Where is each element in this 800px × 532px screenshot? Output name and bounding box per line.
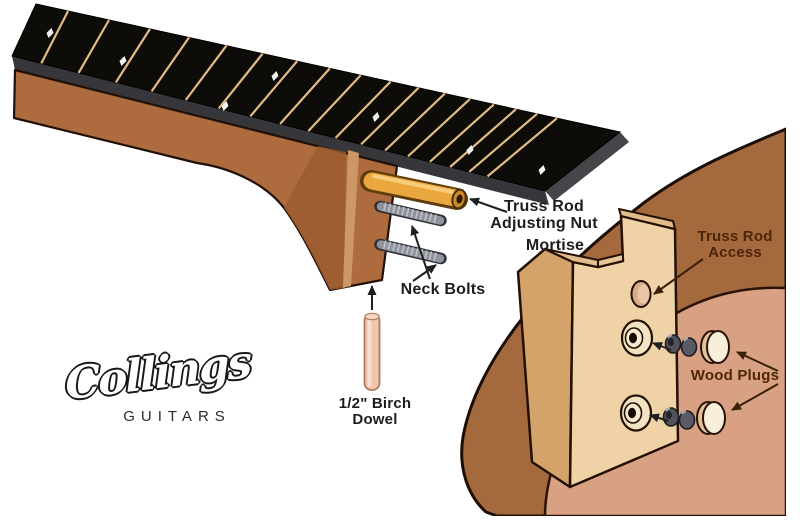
leader-arrows xyxy=(367,197,779,423)
birch-dowel xyxy=(363,312,381,391)
bolt-ferrule-upper xyxy=(620,319,654,357)
arrow-nut-to-ferrule-upper xyxy=(652,342,672,351)
neck-bolt-2 xyxy=(374,238,447,265)
label-line: Mortise xyxy=(525,237,585,254)
label-truss-rod-adjusting-nut: Truss Rod Adjusting Nut xyxy=(474,198,614,233)
arrow-wood-plug-lower xyxy=(731,383,779,411)
arrow-wood-plug-upper xyxy=(736,351,779,372)
arrow-truss-rod-nut xyxy=(469,197,508,213)
fretboard-side-edge xyxy=(12,56,549,205)
label-line: Truss Rod xyxy=(697,228,773,245)
mortise-slot-floor xyxy=(597,253,624,268)
bolt-ferrule-lower xyxy=(619,394,653,432)
fretboard-inlay-diamonds xyxy=(46,28,546,175)
label-line: Neck Bolts xyxy=(400,281,486,298)
label-neck-bolts: Neck Bolts xyxy=(392,281,494,299)
label-line: Dowel xyxy=(352,410,398,428)
access-hole-highlight xyxy=(637,284,650,304)
heel-highlight-strip xyxy=(343,150,359,288)
wood-plug-lower xyxy=(696,401,726,435)
label-mortise: Mortise xyxy=(513,237,597,255)
truss-rod-adjusting-nut xyxy=(360,170,468,210)
collings-logo-subtitle: GUITARS xyxy=(123,408,231,425)
arrow-nut-to-ferrule-lower xyxy=(649,413,669,423)
arrow-truss-rod-access xyxy=(653,258,704,295)
label-line: Truss Rod xyxy=(503,198,585,215)
arrow-neck-bolt-2 xyxy=(412,264,437,282)
wood-plugs xyxy=(696,330,730,435)
heel-shadow-strip xyxy=(284,146,346,290)
label-line: 1/2" Birch xyxy=(338,395,412,412)
label-wood-plugs: Wood Plugs xyxy=(685,368,785,384)
label-line: Wood Plugs xyxy=(690,367,780,384)
neck-assembly xyxy=(11,3,629,292)
neck-bolt-1 xyxy=(374,200,447,227)
label-birch-dowel: 1/2" Birch Dowel xyxy=(325,396,425,428)
right-margin xyxy=(786,0,800,532)
frets xyxy=(40,10,558,178)
block-top-face xyxy=(618,208,676,230)
block-holes xyxy=(619,280,654,432)
neck-bolts xyxy=(374,200,447,265)
label-line: Adjusting Nut xyxy=(490,214,598,232)
fretboard xyxy=(11,3,622,192)
wood-plug-upper xyxy=(700,330,730,364)
bottom-margin xyxy=(0,516,800,532)
fretboard-end-edge xyxy=(545,132,629,201)
label-line: Access xyxy=(708,243,762,261)
label-truss-rod-access: Truss Rod Access xyxy=(692,229,778,261)
